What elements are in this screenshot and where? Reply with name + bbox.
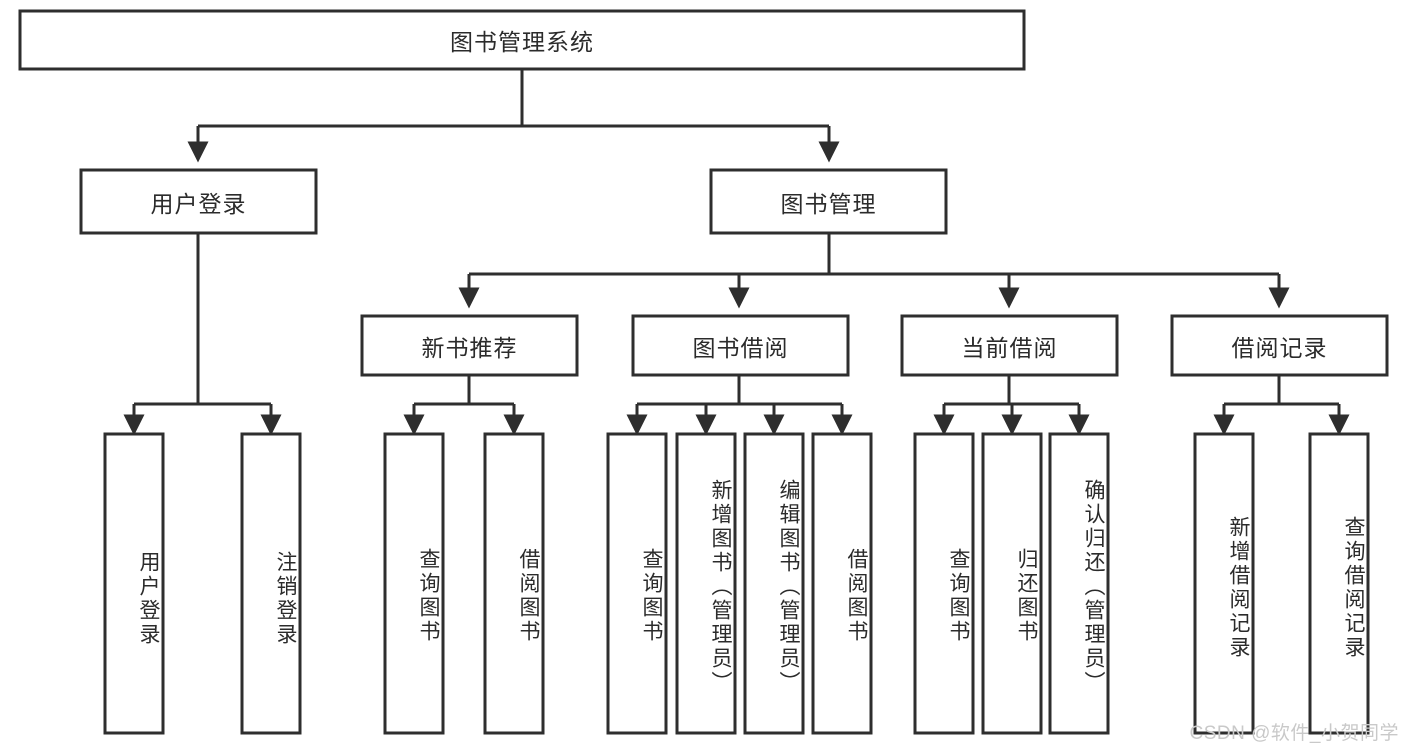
connector-bookmgmt-to-level3 <box>458 233 1290 309</box>
leaf-box[interactable] <box>743 432 805 735</box>
connector-newbook-to-leaves <box>403 375 525 436</box>
leaf-box[interactable] <box>675 432 737 735</box>
node-root-box[interactable] <box>18 9 1026 71</box>
node-user-login-box[interactable] <box>79 168 318 235</box>
leaf-box[interactable] <box>483 432 545 735</box>
node-current-borrow-box[interactable] <box>900 314 1119 377</box>
leaf-box[interactable] <box>1048 432 1110 735</box>
connector-bookborrow-to-leaves <box>626 375 853 436</box>
connector-currentborrow-to-leaves <box>933 375 1090 436</box>
node-book-management-box[interactable] <box>709 168 948 235</box>
leaf-box[interactable] <box>913 432 975 735</box>
connector-userlogin-to-leaves <box>123 233 282 436</box>
connector-borrowrecord-to-leaves <box>1213 375 1350 436</box>
node-new-book-recommend-box[interactable] <box>360 314 579 377</box>
leaf-box[interactable] <box>103 432 165 735</box>
node-book-borrow-box[interactable] <box>631 314 850 377</box>
leaf-box[interactable] <box>240 432 302 735</box>
csdn-watermark: CSDN @软件_小贺同学 <box>1189 723 1399 744</box>
leaf-box[interactable] <box>811 432 873 735</box>
leaf-box[interactable] <box>981 432 1043 735</box>
leaf-box[interactable] <box>1308 432 1370 735</box>
leaf-box[interactable] <box>383 432 445 735</box>
connector-root-to-level2 <box>187 69 840 163</box>
node-borrow-record-box[interactable] <box>1170 314 1389 377</box>
leaf-box[interactable] <box>1193 432 1255 735</box>
leaf-box[interactable] <box>606 432 668 735</box>
